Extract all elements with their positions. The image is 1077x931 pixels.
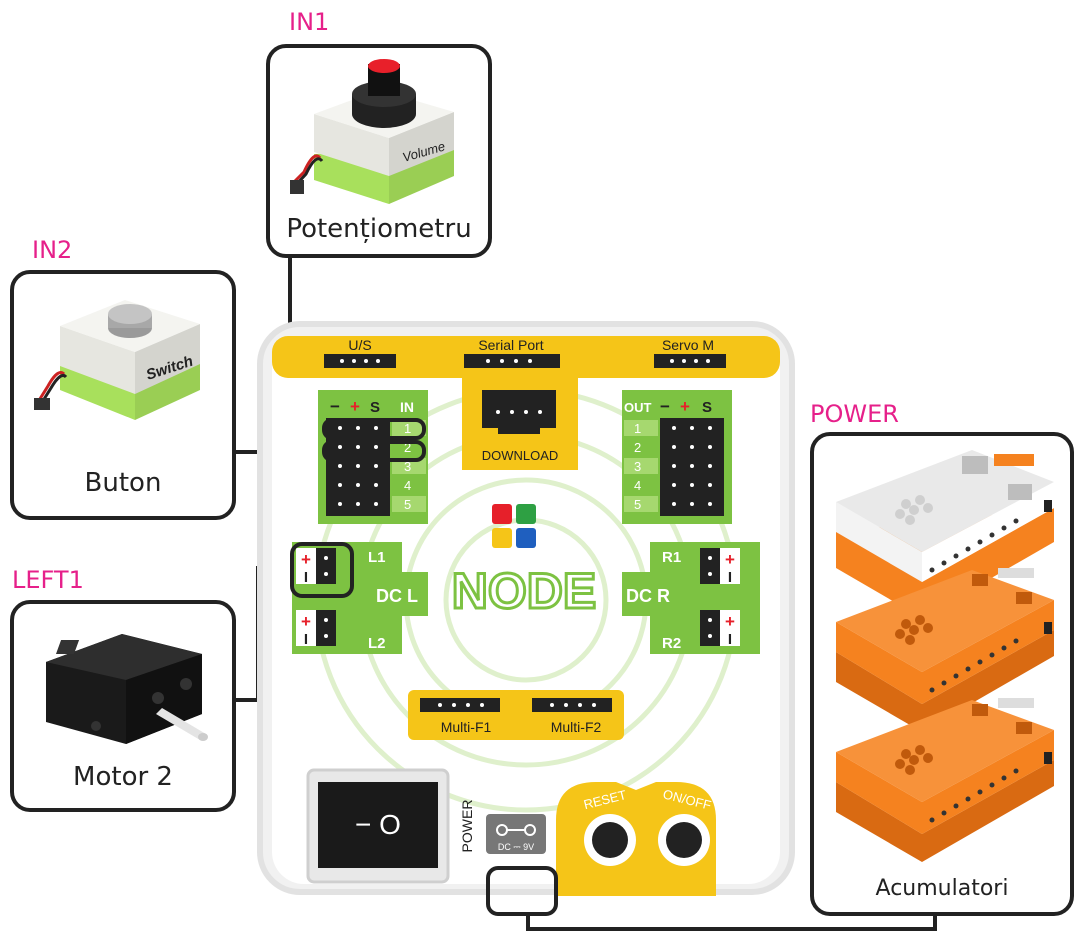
r1-minus: I — [728, 569, 732, 586]
motor-caption: Motor 2 — [73, 762, 173, 792]
potentiometer-image: Volume — [290, 59, 454, 204]
potentiometer-caption: Potențiometru — [286, 214, 472, 244]
out-port-1: 1 — [634, 421, 641, 436]
left1-highlight — [290, 542, 354, 598]
l1-plus: + — [301, 550, 311, 569]
multi-f2-label: Multi-F2 — [551, 719, 602, 735]
in-minus: − — [330, 397, 340, 416]
download-label: DOWNLOAD — [482, 448, 559, 463]
out-port-3: 3 — [634, 459, 641, 474]
out-label: OUT — [624, 400, 652, 415]
in1-highlight — [322, 418, 426, 440]
label-in1: IN1 — [289, 8, 330, 36]
power-board-label: POWER — [459, 800, 475, 853]
button-card: Switch Buton — [10, 270, 236, 520]
us-connector — [324, 354, 396, 368]
servo-label: Servo M — [662, 337, 714, 353]
node-board: U/S Serial Port Servo M DOWNLOAD − + S I… — [257, 321, 795, 896]
multi-f2-connector — [532, 698, 612, 712]
in-port-4: 4 — [404, 478, 411, 493]
node-logo: NODE — [452, 563, 596, 619]
serial-port-label: Serial Port — [478, 337, 543, 353]
l1-label: L1 — [368, 549, 386, 566]
dc-label: DC ⎓ 9V — [498, 842, 534, 852]
out-port-4: 4 — [634, 478, 641, 493]
battery-pack-orange-2 — [836, 698, 1054, 862]
l2-minus: I — [304, 631, 308, 648]
power-jack-highlight — [486, 866, 558, 916]
potentiometer-card: Volume Potențiometru — [266, 44, 492, 258]
l2-plus: + — [301, 612, 311, 631]
battery-card: Acumulatori — [810, 432, 1074, 916]
line-battery-power — [526, 913, 937, 931]
l1-minus: I — [304, 569, 308, 586]
battery-pack-white — [836, 450, 1054, 618]
label-left1: LEFT1 — [12, 566, 84, 594]
r1-plus: + — [725, 550, 735, 569]
in-port-5: 5 — [404, 497, 411, 512]
battery-pack-orange-1 — [836, 568, 1054, 732]
button-image: Switch — [34, 300, 200, 420]
r2-minus: I — [728, 631, 732, 648]
download-connector — [482, 390, 556, 434]
r1-label: R1 — [662, 549, 681, 566]
us-label: U/S — [348, 337, 371, 353]
switch-mark: − O — [355, 809, 401, 840]
battery-image — [836, 450, 1054, 862]
dcr-label: DC R — [626, 586, 670, 606]
button-caption: Buton — [84, 468, 162, 498]
motor-image — [46, 634, 208, 744]
out-port-5: 5 — [634, 497, 641, 512]
serial-port-connector — [464, 354, 560, 368]
in-port-3: 3 — [404, 459, 411, 474]
in-port-1: 1 — [404, 421, 411, 436]
in-label: IN — [400, 399, 414, 415]
multi-f1-connector — [420, 698, 500, 712]
battery-caption: Acumulatori — [875, 876, 1009, 901]
l2-label: L2 — [368, 635, 386, 652]
r2-plus: + — [725, 612, 735, 631]
out-plus: + — [680, 397, 690, 416]
in-port-2: 2 — [404, 440, 411, 455]
out-minus: − — [660, 397, 670, 416]
in-plus: + — [350, 397, 360, 416]
out-s: S — [702, 399, 712, 416]
out-port-2: 2 — [634, 440, 641, 455]
r2-label: R2 — [662, 635, 681, 652]
multi-f1-label: Multi-F1 — [441, 719, 492, 735]
dcl-label: DC L — [376, 586, 418, 606]
label-in2: IN2 — [32, 236, 73, 264]
motor-card: Motor 2 — [10, 600, 236, 812]
label-power: POWER — [810, 400, 899, 428]
in2-highlight — [322, 440, 426, 462]
in-s: S — [370, 399, 380, 416]
servo-connector — [654, 354, 726, 368]
